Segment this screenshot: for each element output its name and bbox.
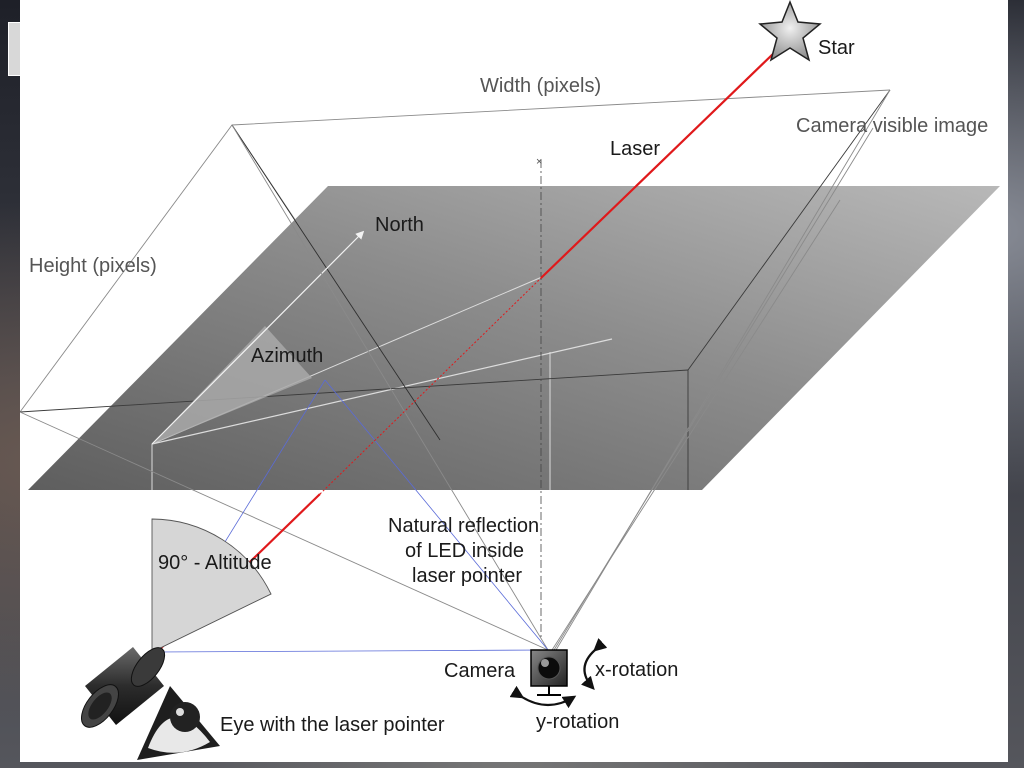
north-arrow	[151, 230, 365, 445]
ground-plane	[28, 186, 1000, 490]
azimuth-wedge	[152, 326, 312, 444]
camera-visible-image-label: Camera visible image	[796, 115, 988, 137]
camera-icon	[530, 649, 568, 696]
width-label: Width (pixels)	[480, 75, 601, 97]
star-icon	[758, 0, 822, 62]
star-label: Star	[818, 37, 855, 59]
camera-label: Camera	[444, 660, 516, 682]
altitude-label: 90° - Altitude	[158, 552, 272, 574]
y-rotation-label: y-rotation	[536, 711, 619, 733]
laser-beam-upper	[540, 51, 776, 279]
azimuth-label: Azimuth	[251, 345, 323, 367]
left-background-strip	[0, 0, 22, 768]
eye-icon	[137, 686, 220, 760]
diagram-slide: ×	[20, 0, 1008, 762]
x-rotation-label: x-rotation	[595, 659, 678, 681]
altitude-sector	[151, 518, 272, 653]
laser-camera-diagram: ×	[20, 0, 1000, 760]
y-rotation-arrow	[509, 685, 577, 709]
reflection-label-line1: Natural reflection	[388, 515, 539, 537]
x-rotation-arrow	[581, 638, 608, 690]
height-label: Height (pixels)	[29, 255, 157, 277]
laser-label: Laser	[610, 138, 660, 160]
laser-beam-hidden	[319, 277, 542, 495]
reflection-label-line2: of LED inside	[405, 540, 524, 562]
reflection-label-line3: laser pointer	[412, 565, 522, 587]
camera-frustum-front	[20, 89, 891, 651]
north-label: North	[375, 214, 424, 236]
axis-top-marker: ×	[536, 156, 542, 168]
laser-pointer-icon	[81, 647, 166, 728]
eye-label: Eye with the laser pointer	[220, 714, 445, 736]
